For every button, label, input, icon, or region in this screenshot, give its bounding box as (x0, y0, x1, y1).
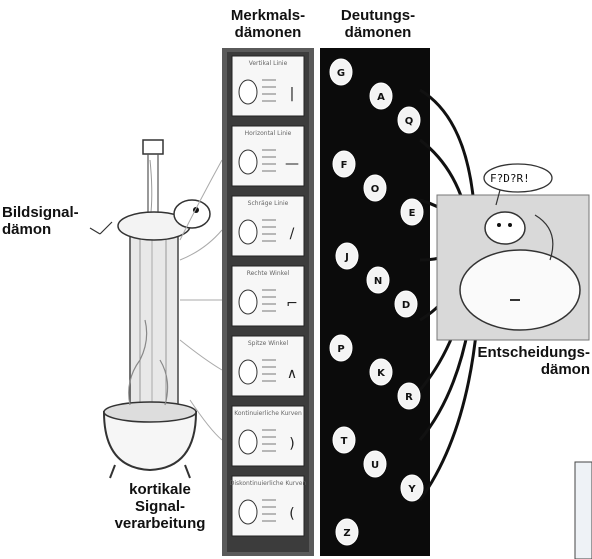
cognitive-demon-letter: Y (407, 484, 416, 495)
cognitive-demon-letter: F (341, 160, 348, 171)
feature-card-title: Rechte Winkel (247, 270, 290, 277)
feature-card: Kontinuierliche Kurven) (232, 406, 304, 466)
feature-cards: Vertikal Linie | Horizontal Linie — Schräge … (230, 56, 307, 536)
feature-glyph: / (290, 226, 295, 242)
feature-card: Spitze Winkel ∧ (232, 336, 304, 396)
cognitive-demon-letter: N (374, 276, 382, 287)
cognitive-demon: U (364, 451, 386, 477)
feature-card: Rechte Winkel ⌐ (232, 266, 304, 326)
cognitive-demon: Z (336, 519, 358, 545)
cognitive-demon-letter: A (377, 92, 385, 103)
faucet (143, 140, 163, 215)
cognitive-demon-letter: T (341, 436, 348, 447)
cognitive-demon-letter: R (405, 392, 413, 403)
decision-demon (437, 195, 589, 340)
cognitive-demon: N (367, 267, 389, 293)
cognitive-demon: Y (401, 475, 423, 501)
image-demon-label: Bildsignal- dämon (2, 205, 114, 239)
feature-card: Diskontinuierliche Kurven ( (230, 476, 307, 536)
stone-column (130, 225, 178, 425)
feature-glyph: ) (289, 436, 294, 452)
cognitive-demons-label: Deutungs- dämonen (326, 8, 430, 42)
cognitive-demon-letter: P (337, 344, 344, 355)
feature-demon (239, 360, 257, 384)
cognitive-demon-letter: J (344, 252, 349, 263)
cortical-processing-label: kortikale Signal- verarbeitung (96, 482, 224, 532)
feature-demon (239, 500, 257, 524)
feature-demon (239, 80, 257, 104)
cognitive-demon-letter: D (402, 300, 410, 311)
cognitive-demon: A (370, 83, 392, 109)
cognitive-demon-letter: U (371, 460, 379, 471)
feature-card: Vertikal Linie | (232, 56, 304, 116)
feature-demon (239, 430, 257, 454)
feature-glyph: ∧ (287, 366, 297, 382)
cognitive-demon-letter: K (377, 368, 386, 379)
feature-card-title: Kontinuierliche Kurven (234, 410, 302, 417)
feature-demon (239, 290, 257, 314)
feature-card-title: Horizontal Linie (245, 130, 292, 137)
feature-card-title: Diskontinuierliche Kurven (230, 480, 307, 487)
corner-panel (575, 462, 592, 559)
speech-bubble-text: F?D?R! (490, 172, 530, 185)
feature-demons-label: Merkmals- dämonen (222, 8, 314, 42)
feature-card-title: Schräge Linie (248, 200, 289, 207)
cognitive-demon-letter: E (409, 208, 416, 219)
feature-card: Schräge Linie / (232, 196, 304, 256)
cognitive-demon: R (398, 383, 420, 409)
cognitive-demon: F (333, 151, 355, 177)
feature-card-title: Spitze Winkel (248, 340, 289, 347)
cognitive-demon: P (330, 335, 352, 361)
cognitive-demon-letter: Q (405, 116, 414, 127)
cognitive-demon: T (333, 427, 355, 453)
cognitive-demon: E (401, 199, 423, 225)
cognitive-demon: Q (398, 107, 420, 133)
decision-demon-label: Entscheidungs- dämon (430, 345, 590, 379)
feature-card: Horizontal Linie — (232, 126, 304, 186)
cognitive-demon: K (370, 359, 392, 385)
feature-demon (239, 220, 257, 244)
feature-glyph: | (290, 86, 295, 102)
cognitive-demon-letter: Z (343, 528, 350, 539)
cognitive-demon-letter: G (337, 68, 345, 79)
cognitive-demon: J (336, 243, 358, 269)
feature-card-title: Vertikal Linie (249, 60, 288, 67)
feature-demon (239, 150, 257, 174)
cognitive-demon-letter: O (371, 184, 380, 195)
cognitive-demon: G (330, 59, 352, 85)
feature-glyph: ( (289, 506, 294, 522)
cognitive-demon: D (395, 291, 417, 317)
cognitive-demon: O (364, 175, 386, 201)
feature-glyph: ⌐ (286, 296, 298, 312)
feature-glyph: — (285, 156, 299, 172)
